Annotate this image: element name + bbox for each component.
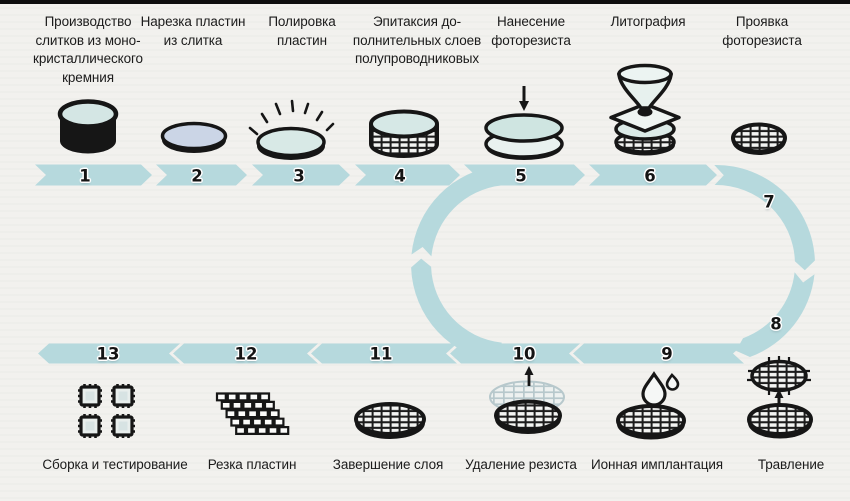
flow-arc-7 xyxy=(714,164,815,271)
flow-arrow-6 xyxy=(589,164,717,186)
ion-implantation-icon xyxy=(616,371,686,440)
sliced-wafer-icon xyxy=(160,121,228,153)
diced-wafers-icon xyxy=(215,392,290,435)
step-number-11: 11 xyxy=(369,344,393,364)
step-label-5: Нанесение фоторезиста xyxy=(491,14,571,48)
step-number-6: 6 xyxy=(644,166,656,186)
step-number-1: 1 xyxy=(79,166,91,186)
flow-arrow-3 xyxy=(252,164,350,186)
flow-arrow-5 xyxy=(464,164,585,186)
photoresist-coating-icon xyxy=(484,86,564,160)
flow-arrow-1 xyxy=(35,164,152,186)
completed-layer-wafer-icon xyxy=(354,402,426,439)
step-number-5: 5 xyxy=(515,166,527,186)
flow-arrow-11 xyxy=(311,343,457,364)
top-border xyxy=(0,0,850,4)
step-number-3: 3 xyxy=(293,166,305,186)
step-label-4: Эпитаксия до- полнительных слоев полупро… xyxy=(352,14,482,66)
step-number-7: 7 xyxy=(763,192,775,212)
step-label-7: Проявка фоторезиста xyxy=(722,14,802,48)
loop-return-arc-lower xyxy=(411,258,502,363)
step-number-2: 2 xyxy=(191,166,203,186)
step-label-6: Литография xyxy=(610,14,686,29)
step-label-13: Сборка и тестирование xyxy=(42,457,188,472)
step-label-10: Удаление резиста xyxy=(465,457,577,472)
step-label-3: Полировка пластин xyxy=(268,14,336,48)
resist-removal-icon xyxy=(489,366,565,434)
step-number-10: 10 xyxy=(512,344,536,364)
process-flow-band xyxy=(35,164,815,364)
flow-arrow-13 xyxy=(38,343,180,364)
etching-icon xyxy=(747,356,813,439)
flow-arrow-4 xyxy=(355,164,460,186)
flow-arc-8 xyxy=(736,272,815,357)
step-label-11: Завершение слоя xyxy=(332,457,444,472)
step-number-4: 4 xyxy=(394,166,406,186)
loop-return-arc-upper xyxy=(411,165,502,257)
step-label-1: Производство слитков из моно- кристаллич… xyxy=(33,14,143,85)
step-number-8: 8 xyxy=(770,314,782,334)
step-label-9: Ионная имплантация xyxy=(591,457,723,472)
silicon-ingot-icon xyxy=(57,99,119,154)
step-label-8: Травление xyxy=(757,457,825,472)
step-label-12: Резка пластин xyxy=(207,457,297,472)
assembled-chips-icon xyxy=(78,384,135,438)
epitaxy-layers-icon xyxy=(369,109,439,158)
step-number-12: 12 xyxy=(234,344,258,364)
flow-arrow-10 xyxy=(450,343,580,364)
step-number-13: 13 xyxy=(96,344,120,364)
polished-wafer-icon xyxy=(248,99,335,160)
step-label-2: Нарезка пластин из слитка xyxy=(140,14,246,48)
step-number-9: 9 xyxy=(661,344,673,364)
lithography-exposure-icon xyxy=(609,63,681,156)
flow-arrow-9 xyxy=(573,343,744,364)
flow-arrow-12 xyxy=(173,343,318,364)
flow-arrow-2 xyxy=(156,164,247,186)
developed-wafer-icon xyxy=(731,122,787,155)
